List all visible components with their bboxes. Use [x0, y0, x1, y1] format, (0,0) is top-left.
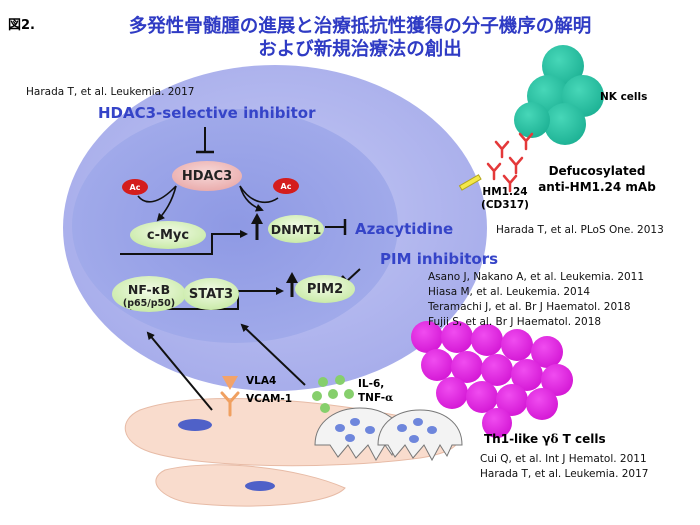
label-th1-prefix: Th1-like — [484, 432, 543, 446]
nfkb-node-shape — [112, 276, 186, 312]
label-vla4: VLA4 — [246, 375, 277, 387]
up-arrow-pim2 — [286, 272, 298, 297]
arrow-stroma-nfkb — [146, 331, 213, 411]
stat3-node-shape — [183, 278, 239, 310]
inhibit-pim2 — [346, 268, 361, 282]
pim2-node-shape — [295, 275, 355, 303]
ref-pim-4: Fujii S, et al. Br J Haematol. 2018 — [428, 316, 602, 328]
stromal-nucleus — [245, 481, 275, 491]
label-th1-delta: δ — [550, 432, 559, 446]
label-tnf-alpha: α — [385, 392, 394, 404]
node-nfkb: NF-κB — [127, 281, 171, 297]
ref-pim-2: Hiasa M, et al. Leukemia. 2014 — [428, 286, 591, 298]
node-pim2: PIM2 — [306, 281, 344, 297]
stromal-nucleus — [178, 419, 212, 431]
acetylation-arrow-dnmt1 — [239, 185, 279, 204]
label-th1-suffix: T cells — [558, 432, 606, 446]
label-th1-gd-t-cells: Th1-like γδ T cells — [484, 432, 606, 446]
label-defuc-line2: anti-HM1.24 mAb — [538, 180, 656, 194]
ref-gd-1: Cui Q, et al. Int J Hematol. 2011 — [480, 453, 647, 465]
node-cmyc: c-Myc — [146, 227, 190, 243]
label-il6: IL-6, — [358, 378, 385, 390]
title-line-2: および新規治療法の創出 — [258, 39, 462, 60]
up-arrow-dnmt1 — [251, 213, 263, 240]
vcam1-ligand — [220, 391, 240, 417]
nk-cells — [514, 45, 604, 145]
drug-hdac3-inhibitor: HDAC3-selective inhibitor — [98, 104, 316, 122]
node-nfkb-sub: (p65/p50) — [122, 297, 176, 309]
node-stat3: STAT3 — [188, 286, 234, 302]
node-dnmt1: DNMT1 — [270, 221, 322, 237]
gd-t-cells — [411, 321, 573, 438]
node-ac-left: Ac — [129, 182, 141, 192]
ref-pim-list: Asano J, Nakano A, et al. Leukemia. 2011… — [428, 270, 644, 330]
osteoclast-cell — [314, 407, 406, 462]
label-vcam1: VCAM-1 — [246, 393, 293, 405]
ref-pim-1: Asano J, Nakano A, et al. Leukemia. 2011 — [428, 271, 645, 283]
label-tnf: TNF-α — [358, 391, 393, 405]
osteoclast-nuclei — [335, 418, 437, 443]
osteoclast-cell — [377, 409, 463, 462]
ref-pim-3: Teramachi J, et al. Br J Haematol. 2018 — [428, 301, 631, 313]
label-tnf-prefix: TNF- — [358, 392, 386, 404]
label-cytokines: IL-6, TNF-α — [358, 377, 393, 405]
ref-harada-2017-top: Harada T, et al. Leukemia. 2017 — [26, 86, 195, 98]
title-line-1: 多発性骨髄腫の進展と治療抵抗性獲得の分子機序の解明 — [128, 16, 592, 37]
ref-harada-plos-2013: Harada T, et al. PLoS One. 2013 — [496, 224, 664, 236]
node-ac-right: Ac — [280, 181, 292, 191]
vla4-receptor — [222, 376, 238, 390]
label-th1-gamma: γ — [542, 432, 551, 446]
label-defuc-line1: Defucosylated — [548, 164, 646, 178]
drug-pim-inhibitors: PIM inhibitors — [380, 250, 499, 268]
ac-node-shape-left — [122, 179, 148, 195]
hdac3-node-shape — [172, 161, 242, 191]
drug-azacytidine: Azacytidine — [355, 220, 454, 238]
cytokine-dots — [312, 375, 354, 413]
dnmt1-node-shape — [268, 215, 324, 243]
antibodies — [486, 132, 534, 193]
acetylation-arrow-cmyc — [137, 185, 177, 203]
arrow-cytokine-stat3 — [240, 323, 306, 386]
node-hdac3: HDAC3 — [181, 168, 233, 184]
label-hm124-line1: HM1.24 — [482, 186, 528, 198]
hm124-antigen — [458, 174, 482, 191]
figure-label: 図2. — [8, 18, 35, 33]
cmyc-node-shape — [130, 221, 206, 249]
ac-node-shape-right — [273, 178, 299, 194]
pim2-gene-line — [130, 287, 284, 310]
label-nk-cells: NK cells — [600, 91, 648, 103]
label-hm124: HM1.24 (CD317) — [478, 186, 532, 212]
ref-gd-2: Harada T, et al. Leukemia. 2017 — [480, 468, 649, 480]
cmyc-gene-line — [120, 230, 248, 255]
label-hm124-line2: (CD317) — [481, 199, 529, 211]
ref-gd-list: Cui Q, et al. Int J Hematol. 2011 Harada… — [480, 452, 648, 482]
label-defucosylated: Defucosylated anti-HM1.24 mAb — [532, 163, 662, 195]
